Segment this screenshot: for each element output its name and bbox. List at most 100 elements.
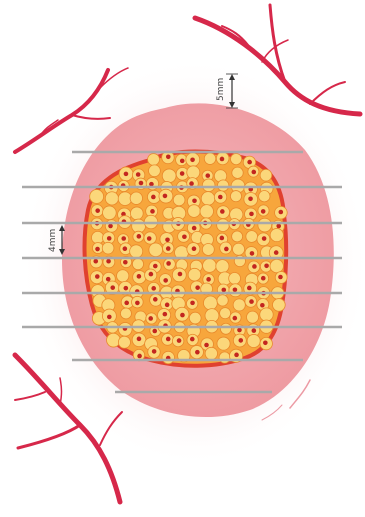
cell-nucleus [136, 172, 141, 177]
cell-nucleus [151, 195, 156, 200]
tumor-cell [270, 259, 283, 272]
tumor-cell [258, 218, 272, 232]
cell-nucleus [150, 209, 155, 214]
cell-nucleus [234, 353, 239, 358]
cell-nucleus [252, 328, 257, 333]
tumor-cell [149, 165, 161, 177]
cell-nucleus [233, 316, 238, 321]
tumor-cell [233, 243, 245, 255]
cell-nucleus [262, 236, 267, 241]
cell-nucleus [278, 275, 283, 280]
cell-nucleus [238, 338, 243, 343]
cell-nucleus [107, 236, 112, 241]
cell-nucleus [276, 224, 281, 229]
tumor-cell [201, 192, 215, 206]
cell-nucleus [106, 259, 111, 264]
cell-nucleus [224, 247, 229, 252]
tumor-cell [247, 334, 260, 347]
tumor-cell [102, 242, 114, 254]
tumor-cell [219, 352, 230, 363]
tumor-cell [233, 299, 245, 311]
cell-nucleus [149, 272, 154, 277]
tumor-cell [132, 258, 143, 269]
cell-nucleus [95, 208, 100, 213]
cell-nucleus [252, 264, 257, 269]
scale-label-left: 4mm [48, 229, 58, 252]
tumor-cell [105, 192, 118, 205]
cell-nucleus [165, 303, 170, 308]
cell-nucleus [247, 286, 252, 291]
cell-nucleus [93, 259, 98, 264]
cell-nucleus [261, 276, 266, 281]
cell-nucleus [107, 315, 112, 320]
tumor-cell [200, 205, 213, 218]
scale-label-top: 5mm [216, 78, 226, 101]
cell-nucleus [137, 274, 142, 279]
cell-nucleus [260, 303, 265, 308]
cell-nucleus [148, 316, 153, 321]
tumor-cell [90, 189, 104, 203]
cell-nucleus [123, 260, 128, 265]
cell-nucleus [177, 338, 182, 343]
cell-nucleus [251, 170, 256, 175]
tumor-cell [117, 270, 129, 282]
tumor-cell [203, 296, 217, 310]
cell-nucleus [249, 212, 254, 217]
tumor-cell [203, 259, 217, 273]
cell-nucleus [190, 337, 195, 342]
cell-nucleus [95, 274, 100, 279]
cell-nucleus [153, 264, 158, 269]
cell-nucleus [220, 157, 225, 162]
scale-marker-left: 4mm [48, 225, 65, 255]
cell-nucleus [263, 341, 268, 346]
tumor-cell [230, 153, 241, 164]
cell-nucleus [195, 350, 200, 355]
cell-nucleus [249, 299, 254, 304]
tumor-cell [149, 243, 163, 257]
tumor-cell [130, 207, 143, 220]
tumor-cell [205, 347, 217, 359]
cell-nucleus [137, 354, 142, 359]
cell-nucleus [220, 209, 225, 214]
tumor-cell [246, 231, 258, 243]
cell-nucleus [166, 154, 171, 159]
cell-nucleus [95, 247, 100, 252]
tumor-cell [202, 179, 215, 192]
cell-nucleus [261, 209, 266, 214]
cell-nucleus [147, 236, 152, 241]
cell-nucleus [195, 285, 200, 290]
cell-nucleus [163, 278, 168, 283]
cell-nucleus [163, 312, 168, 317]
cell-nucleus [180, 171, 185, 176]
tumor-cell [202, 244, 214, 256]
cell-nucleus [250, 251, 255, 256]
cell-nucleus [180, 159, 185, 164]
cell-nucleus [192, 246, 197, 251]
cell-nucleus [180, 313, 185, 318]
cell-nucleus [166, 246, 171, 251]
cell-nucleus [189, 181, 194, 186]
tumor-cell [188, 205, 201, 218]
cell-nucleus [152, 329, 157, 334]
tumor-cell [217, 295, 228, 306]
tumor-cell [217, 219, 230, 232]
cell-nucleus [247, 160, 252, 165]
tumor-cell [188, 268, 201, 281]
tumor-cell [148, 154, 160, 166]
cell-nucleus [220, 236, 225, 241]
cell-nucleus [110, 285, 115, 290]
tumor-cell [216, 260, 229, 273]
tumor-cell [130, 245, 143, 258]
cell-nucleus [124, 301, 129, 306]
cell-nucleus [204, 343, 209, 348]
cell-nucleus [137, 234, 142, 239]
cell-nucleus [222, 288, 227, 293]
tumor-cell [217, 337, 230, 350]
tumor-cell [189, 312, 201, 324]
tumor-cell [92, 231, 104, 243]
tumor-cell [229, 272, 241, 284]
tumor-cell [259, 191, 270, 202]
tumor-cell [103, 206, 117, 220]
cell-nucleus [279, 210, 284, 215]
tumor-cell [118, 336, 130, 348]
